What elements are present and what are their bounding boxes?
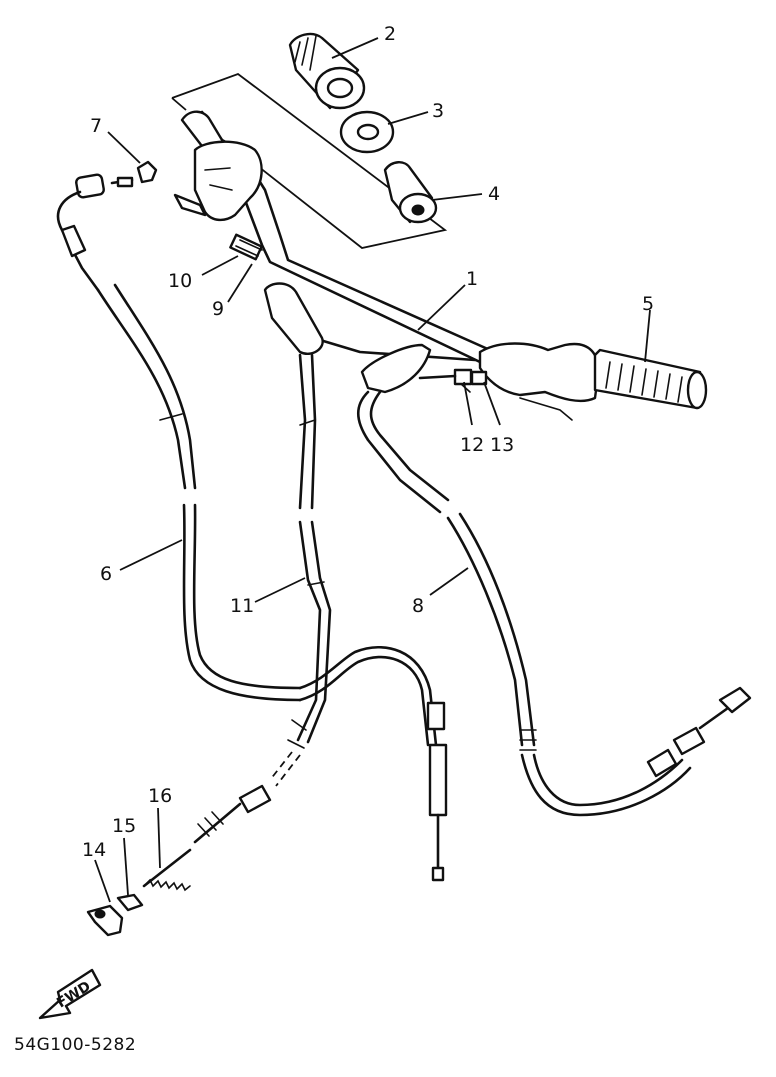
callout-14: 14: [82, 839, 106, 861]
callout-12: 12: [460, 434, 484, 456]
throttle-housing: [173, 140, 263, 222]
callout-3: 3: [432, 100, 444, 122]
callout-9: 9: [212, 298, 224, 320]
callout-8: 8: [412, 595, 424, 617]
adjuster-nut-7: [110, 160, 158, 188]
spring-16: [142, 848, 192, 892]
callout-15: 15: [112, 815, 136, 837]
callout-13: 13: [490, 434, 514, 456]
throttle-cable-6: [56, 173, 448, 882]
clip-14: [86, 904, 124, 937]
throttle-group-outline: [171, 72, 448, 249]
cable-8-boot: [360, 343, 432, 394]
leader-lines: [94, 37, 651, 903]
callout-10: 10: [168, 270, 192, 292]
drawing-code: 54G100-5282: [14, 1035, 136, 1055]
clutch-cable-8: [356, 390, 752, 817]
callout-11: 11: [230, 595, 254, 617]
callout-4: 4: [488, 183, 500, 205]
callout-1: 1: [466, 268, 478, 290]
grip-part-3: [339, 110, 395, 154]
left-adjuster: [229, 233, 263, 261]
grip-part-2: [288, 32, 366, 110]
callout-16: 16: [148, 785, 172, 807]
grip-part-4: [383, 161, 438, 224]
fwd-arrow-icon: FWD: [38, 968, 102, 1020]
callout-7: 7: [90, 115, 102, 137]
cable-11: [193, 353, 332, 844]
cable-11-boot: [263, 282, 324, 355]
callout-2: 2: [384, 23, 396, 45]
callout-6: 6: [100, 563, 112, 585]
clutch-lever-holder: [418, 342, 600, 421]
pin-15: [116, 893, 144, 912]
callout-5: 5: [642, 293, 654, 315]
right-grip: [593, 348, 708, 410]
callout-labels: 2 3 4 1 5 7 10 9 12 13 6 11 8 16 15 14: [82, 23, 654, 861]
